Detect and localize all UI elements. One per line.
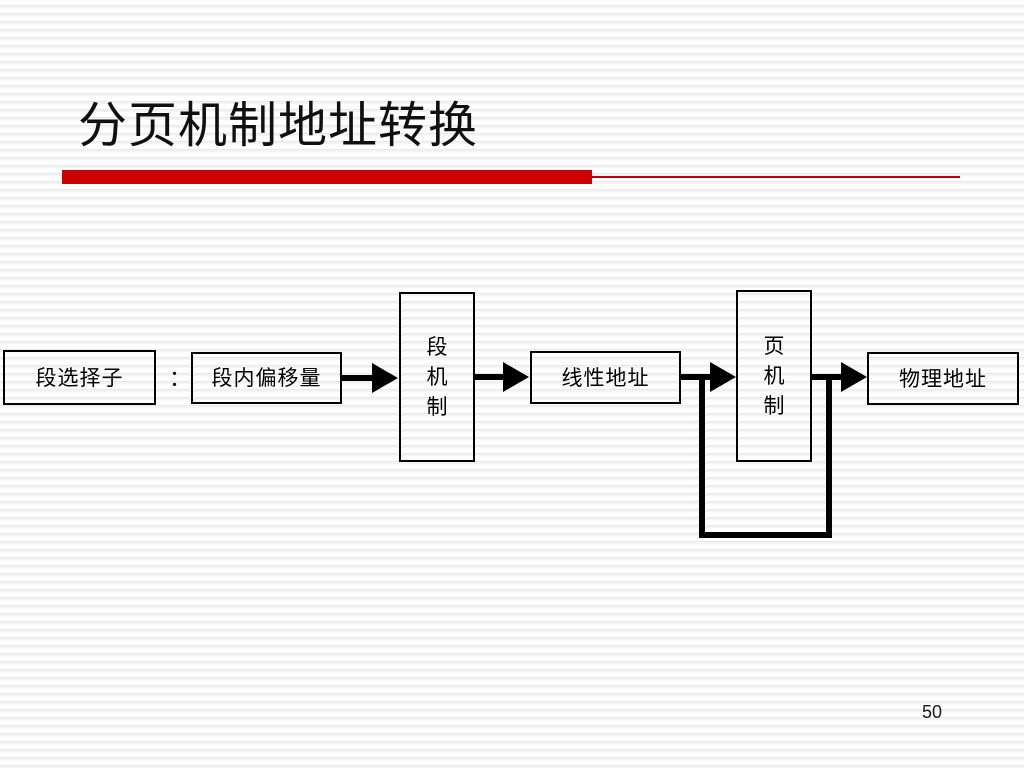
node-segment-selector-label: 段选择子 — [35, 365, 124, 390]
title-rule-thick — [62, 170, 592, 184]
feedback-loop-right-segment — [826, 374, 832, 538]
page-title: 分页机制地址转换 — [78, 98, 479, 153]
edge-offset-to-segment-unit-arrow-icon — [372, 363, 398, 393]
node-segment-unit-char-2: 机 — [426, 365, 448, 389]
node-physical-address: 物理地址 — [867, 352, 1019, 405]
edge-linear-to-page-unit-arrow-icon — [710, 362, 736, 392]
node-segment-unit-char-1: 段 — [426, 335, 448, 359]
node-linear-address-label: 线性地址 — [561, 365, 650, 390]
node-linear-address: 线性地址 — [530, 351, 681, 404]
node-physical-address-label: 物理地址 — [899, 366, 987, 391]
node-segment-offset-label: 段内偏移量 — [211, 366, 322, 390]
edge-segment-unit-to-linear-line — [475, 374, 505, 380]
node-segment-selector: 段选择子 — [3, 350, 156, 405]
edge-offset-to-segment-unit-line — [342, 375, 374, 381]
node-segment-unit-char-3: 制 — [426, 395, 448, 419]
node-page-unit-char-1: 页 — [763, 334, 785, 358]
node-page-unit: 页 机 制 — [736, 290, 812, 462]
page-number: 50 — [922, 702, 943, 722]
node-page-unit-char-3: 制 — [763, 394, 785, 418]
feedback-loop-bottom-segment — [699, 532, 832, 538]
node-page-unit-char-2: 机 — [763, 364, 785, 388]
edge-linear-to-page-unit-line — [681, 374, 715, 380]
node-segment-unit: 段 机 制 — [399, 292, 475, 462]
node-segment-offset: 段内偏移量 — [191, 352, 342, 404]
edge-page-unit-to-physical-arrow-icon — [841, 362, 867, 392]
separator-colon: ： — [169, 366, 192, 391]
edge-segment-unit-to-linear-arrow-icon — [503, 362, 529, 392]
feedback-loop-left-segment — [699, 374, 705, 538]
